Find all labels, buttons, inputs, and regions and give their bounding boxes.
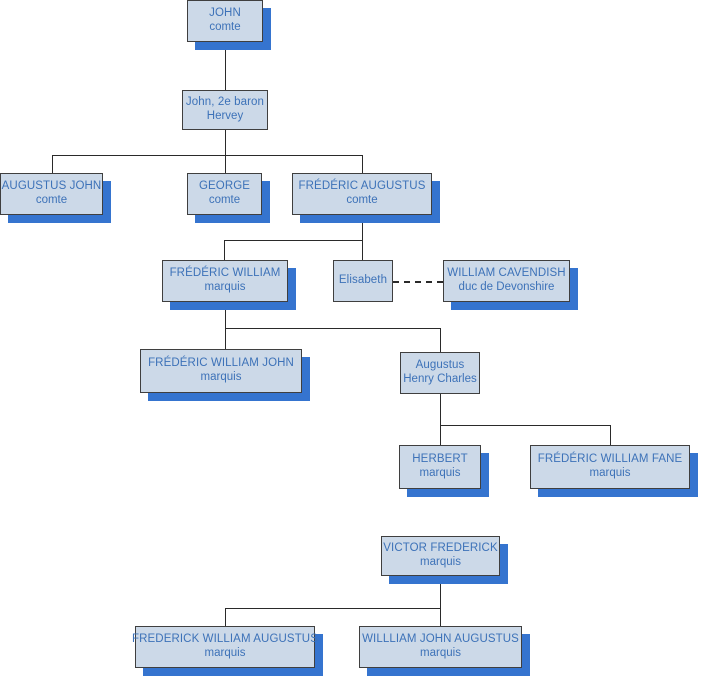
node-name-elisabeth: Elisabeth: [338, 274, 388, 287]
node-name-fredwilliam: FRÉDÉRIC WILLIAM: [169, 267, 281, 280]
connector-fredaugustus-stem: [362, 215, 363, 240]
node-title-cavendish: duc de Devonshire: [458, 281, 555, 293]
connector-augustushenry-stem: [440, 394, 441, 425]
node-title-wjaugustus: marquis: [420, 647, 461, 659]
node-name-john2e: John, 2e baron: [185, 96, 265, 109]
node-name-john: JOHN: [209, 7, 241, 20]
node-title-john: comte: [209, 21, 241, 33]
connector-to-augustushenry: [440, 328, 441, 352]
node-name-fredaugustus: FRÉDÉRIC AUGUSTUS: [298, 180, 426, 193]
node-title-john2e: Hervey: [206, 110, 244, 122]
node-name-augustushenry: Augustus: [415, 359, 465, 372]
node-name-fwfane: FRÉDÉRIC WILLIAM FANE: [537, 453, 683, 466]
connector-to-wjaugustus: [440, 608, 441, 626]
node-title-augustushenry: Henry Charles: [403, 373, 477, 385]
connector-john-to-john2e: [225, 42, 226, 90]
connector-row2-bus: [52, 155, 363, 156]
connector-to-herbert: [440, 425, 441, 445]
connector-to-augustusjohn: [52, 155, 53, 173]
node-title-fwaugustus: marquis: [204, 647, 246, 659]
connector-to-elisabeth: [362, 240, 363, 260]
connector-victorfrederick-stem: [440, 576, 441, 608]
node-name-fwjohn: FRÉDÉRIC WILLIAM JOHN: [148, 357, 294, 370]
connector-row3-bus: [224, 240, 363, 241]
node-name-victorfrederick: VICTOR FREDERICK: [383, 542, 498, 555]
connector-row7-bus: [225, 608, 441, 609]
connector-to-fredaugustus: [362, 155, 363, 173]
node-title-george: comte: [208, 194, 241, 206]
node-name-cavendish: WILLIAM CAVENDISH: [447, 267, 566, 280]
node-name-george: GEORGE: [198, 180, 251, 193]
node-title-fredaugustus: comte: [346, 194, 378, 206]
node-name-wjaugustus: WILLLIAM JOHN AUGUSTUS: [362, 633, 519, 646]
node-elisabeth[interactable]: Elisabeth: [333, 260, 393, 302]
connector-to-fredwilliam: [224, 240, 225, 260]
connector-row4-bus: [225, 328, 440, 329]
node-name-fwaugustus: FREDERICK WILLIAM AUGUSTUS: [132, 633, 318, 646]
node-name-herbert: HERBERT: [412, 453, 468, 466]
connector-to-fwaugustus: [225, 608, 226, 626]
connector-john2e-stem: [225, 130, 226, 155]
node-title-augustusjohn: comte: [35, 194, 68, 206]
node-name-augustusjohn: AUGUSTUS JOHN: [1, 180, 102, 193]
node-title-herbert: marquis: [419, 467, 461, 479]
node-title-fredwilliam: marquis: [204, 281, 246, 293]
node-title-victorfrederick: marquis: [420, 556, 461, 568]
connector-to-fwjohn: [225, 328, 226, 349]
node-title-fwfane: marquis: [589, 467, 631, 479]
connector-marriage-dashed: [393, 281, 443, 283]
connector-to-fwfane: [610, 425, 611, 445]
connector-to-george: [225, 155, 226, 173]
node-title-fwjohn: marquis: [200, 371, 242, 383]
connector-fredwilliam-stem: [225, 302, 226, 328]
connector-row5-bus: [440, 425, 611, 426]
